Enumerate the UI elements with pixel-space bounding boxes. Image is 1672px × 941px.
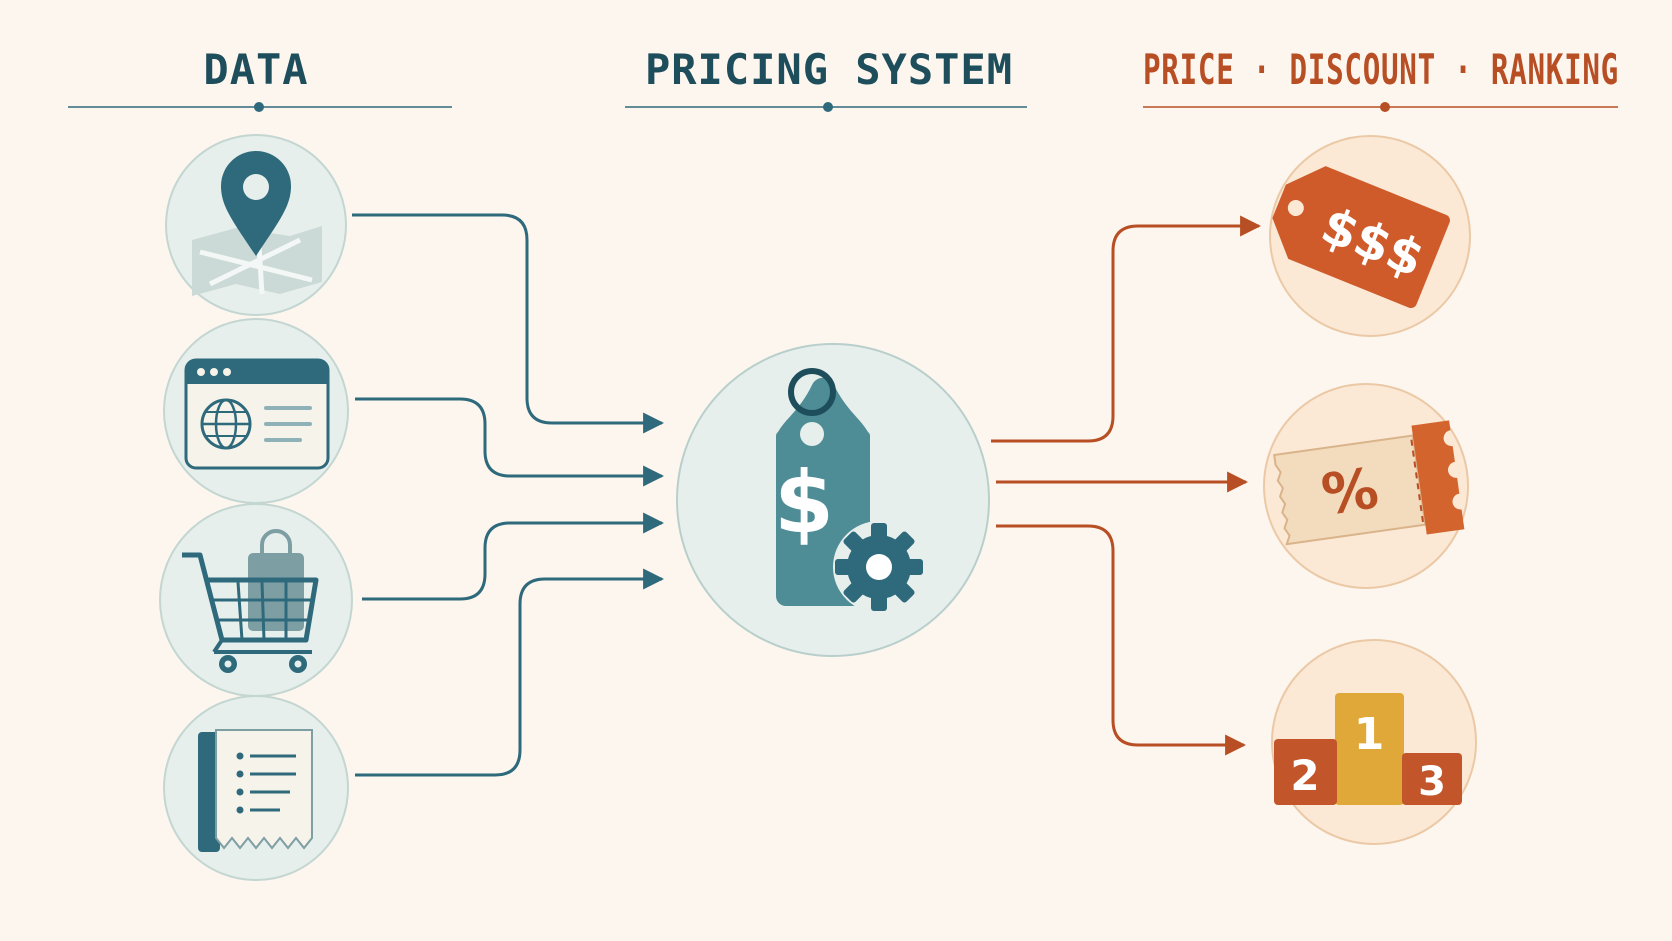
podium-third-label: 3 — [1418, 759, 1446, 805]
header-data: DATA — [68, 45, 452, 112]
connector-ranking — [996, 524, 1247, 756]
gear-icon — [833, 521, 925, 613]
outputs-header-title: PRICE · DISCOUNT · RANKING — [1143, 45, 1619, 94]
discount-coupon-icon: % — [1273, 420, 1465, 546]
pricing-system-header-dot — [823, 102, 833, 112]
data-header-dot — [254, 102, 264, 112]
connector-cart — [362, 512, 665, 601]
output-price: $$$ — [1269, 135, 1471, 337]
input-receipt — [163, 695, 349, 881]
center-dollar-symbol: $ — [774, 453, 834, 553]
outputs-header-dot — [1380, 102, 1390, 112]
pricing-system-header-title: PRICING SYSTEM — [645, 45, 1013, 94]
input-connectors — [352, 213, 665, 777]
connector-web — [355, 397, 665, 487]
location-map-icon — [192, 151, 322, 296]
podium-icon: 1 2 3 — [1274, 693, 1462, 805]
output-connectors — [991, 215, 1262, 756]
connector-location — [352, 213, 665, 434]
input-web — [163, 318, 349, 504]
web-browser-icon — [184, 358, 330, 470]
header-outputs: PRICE · DISCOUNT · RANKING — [1143, 45, 1619, 112]
output-ranking: 1 2 3 — [1271, 639, 1477, 845]
connector-price — [991, 215, 1262, 443]
input-location — [165, 134, 347, 316]
output-discount: % — [1263, 383, 1469, 589]
connector-receipt — [355, 568, 665, 777]
data-header-title: DATA — [203, 45, 308, 94]
input-cart — [159, 503, 353, 697]
podium-first-block — [1335, 693, 1404, 805]
shopping-cart-icon — [182, 529, 319, 673]
discount-percent-text: % — [1318, 456, 1383, 528]
podium-third-block — [1402, 753, 1462, 805]
price-tag-icon: $$$ — [1272, 166, 1450, 309]
pricing-system: $ — [676, 343, 990, 657]
receipt-icon — [198, 729, 313, 852]
price-tag-gear-icon: $ — [774, 368, 925, 613]
podium-first-label: 1 — [1354, 709, 1385, 760]
podium-second-label: 2 — [1290, 751, 1319, 800]
podium-second-block — [1274, 739, 1337, 805]
header-pricing-system: PRICING SYSTEM — [625, 45, 1027, 112]
